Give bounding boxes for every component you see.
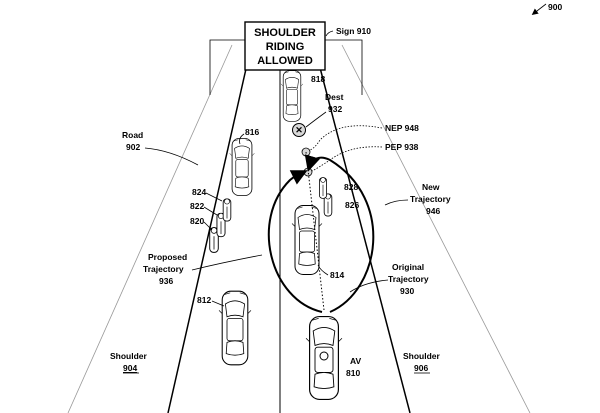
prop-traj-label-1: Proposed: [148, 252, 187, 262]
car-816-leader: [239, 133, 245, 145]
orig-traj-ref: 930: [400, 286, 414, 296]
dest-label: Dest: [325, 92, 344, 102]
shoulder-right-ref: 906: [414, 363, 428, 373]
av-sensor: [319, 351, 329, 361]
proposed-trajectory-path: [267, 170, 323, 313]
nep-leader: [309, 125, 383, 151]
sign-ref: Sign 910: [336, 26, 371, 36]
new-traj-label-1: New: [422, 182, 440, 192]
orig-traj-leader: [349, 279, 389, 293]
cyclist-822-leader: [203, 206, 218, 216]
car-814-leader: [317, 264, 329, 276]
new-traj-leader: [384, 199, 409, 206]
destination-marker: [292, 123, 306, 137]
shoulder-boundary-left: [67, 44, 233, 413]
road-leader: [144, 147, 199, 166]
sign-910: SHOULDER RIDING ALLOWED: [244, 21, 326, 71]
shoulder-right-label: Shoulder: [403, 351, 441, 361]
car-812-ref: 812: [197, 295, 211, 305]
shoulder-left-ref: 904: [123, 363, 137, 373]
car-812-leader: [211, 300, 225, 307]
cyclist-828: [318, 177, 328, 199]
av-ref: 810: [346, 368, 360, 378]
prop-traj-ref: 936: [159, 276, 173, 286]
pep-point: [303, 167, 313, 177]
av-label: AV: [350, 356, 362, 366]
orig-traj-label-2: Trajectory: [388, 274, 429, 284]
cyclist-824: [222, 198, 232, 222]
sign-line-3: ALLOWED: [257, 55, 313, 67]
cyclist-826-ref: 826: [345, 200, 359, 210]
pep-leader: [311, 146, 383, 172]
cyclist-820-leader: [203, 221, 213, 231]
road-edge-right: [317, 59, 411, 413]
shoulder-boundary-right: [341, 44, 531, 413]
vehicle-814: [291, 205, 323, 275]
road-edge-left: [167, 59, 249, 413]
car-818-ref: 818: [311, 74, 325, 84]
cyclist-824-ref: 824: [192, 187, 206, 197]
sign-leader: [325, 30, 334, 37]
sign-line-2: RIDING: [266, 41, 305, 53]
sign-line-1: SHOULDER: [254, 27, 316, 39]
figure-arrow: [531, 3, 547, 15]
sign-post-right: [325, 39, 363, 95]
prop-traj-leader: [191, 254, 263, 271]
new-traj-ref: 946: [426, 206, 440, 216]
cyclist-828-ref: 828: [344, 182, 358, 192]
figure-number: 900: [548, 2, 562, 12]
destination-x-icon: ✕: [295, 125, 303, 135]
cyclist-820-ref: 820: [190, 216, 204, 226]
vehicle-816: [229, 138, 255, 196]
road-ref: 902: [126, 142, 140, 152]
nep-label: NEP 948: [385, 123, 419, 133]
cyclist-822-ref: 822: [190, 201, 204, 211]
orig-traj-label-1: Original: [392, 262, 424, 272]
dest-leader: [305, 111, 327, 128]
sign-post-left: [209, 39, 245, 95]
pep-label: PEP 938: [385, 142, 419, 152]
new-traj-label-2: Trajectory: [410, 194, 451, 204]
prop-traj-label-2: Trajectory: [143, 264, 184, 274]
road-label: Road: [122, 130, 143, 140]
cyclist-824-leader: [205, 192, 223, 202]
dest-ref: 932: [328, 104, 342, 114]
car-816-ref: 816: [245, 127, 259, 137]
vehicle-812: [218, 290, 252, 366]
shoulder-left-label: Shoulder: [110, 351, 148, 361]
car-814-ref: 814: [330, 270, 344, 280]
vehicle-818: [280, 70, 304, 122]
